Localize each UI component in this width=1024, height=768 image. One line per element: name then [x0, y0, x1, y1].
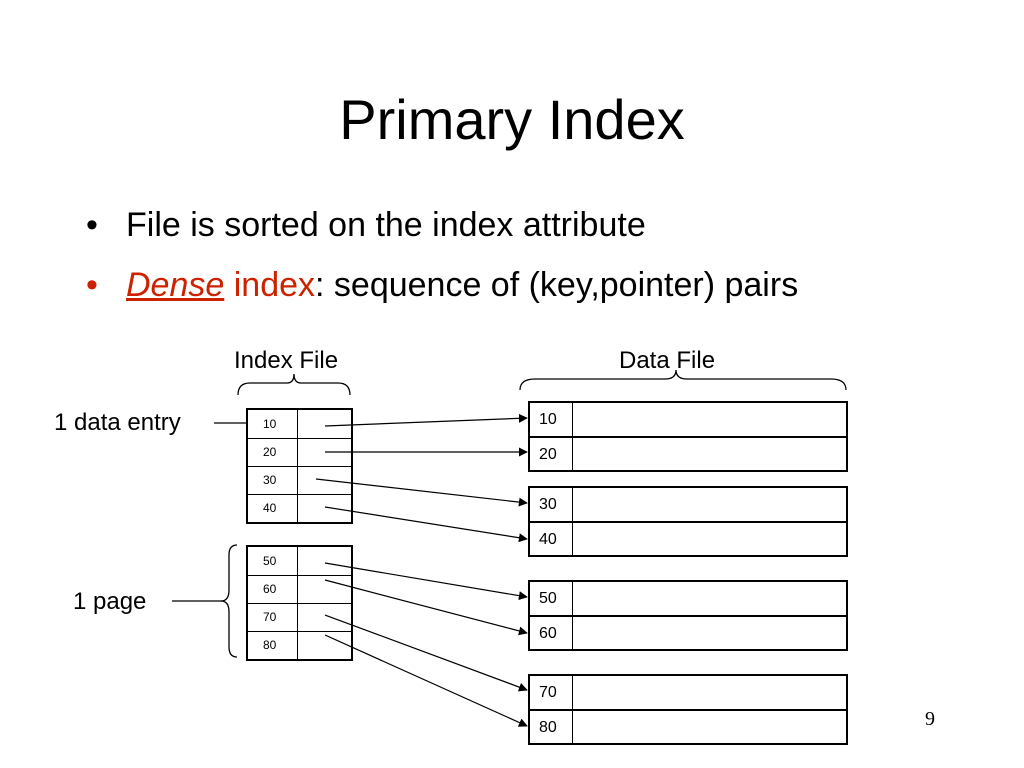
dense-term: Dense: [126, 266, 225, 304]
index-file-label: Index File: [234, 347, 339, 374]
index-entry: 60: [248, 575, 351, 604]
index-key: 20: [248, 438, 298, 466]
index-entry: 70: [248, 603, 351, 632]
index-file-brace: [237, 373, 351, 396]
index-entry: 50: [248, 547, 351, 576]
index-key: 40: [248, 494, 298, 522]
bullet-item-sorted: • File is sorted on the index attribute: [86, 205, 798, 265]
data-key: 20: [530, 438, 573, 471]
slide-title: Primary Index: [339, 88, 685, 151]
data-block: 50 60: [528, 580, 848, 651]
index-key: 10: [248, 410, 298, 438]
index-entry: 40: [248, 494, 351, 522]
data-key: 40: [530, 523, 573, 556]
index-key: 50: [248, 547, 298, 575]
index-term: index: [233, 266, 316, 304]
data-record: 10: [530, 403, 846, 438]
bullet-item-dense: • Dense index: sequence of (key,pointer)…: [86, 265, 798, 325]
page-brace: [220, 544, 238, 658]
bullet-dot: •: [86, 266, 98, 304]
index-key: 30: [248, 466, 298, 494]
data-block: 70 80: [528, 674, 848, 745]
index-entry: 80: [248, 631, 351, 659]
pointer-arrow: [324, 413, 528, 427]
data-record: 70: [530, 676, 846, 711]
data-key: 80: [530, 711, 573, 744]
data-record: 30: [530, 488, 846, 523]
data-key: 30: [530, 488, 573, 521]
index-block: 10 20 30 40: [246, 408, 353, 524]
data-record: 40: [530, 523, 846, 556]
data-key: 60: [530, 617, 573, 650]
pointer-arrow: [315, 478, 528, 507]
index-key: 60: [248, 575, 298, 603]
bullet-list: • File is sorted on the index attribute …: [86, 205, 798, 325]
page-number: 9: [925, 708, 935, 730]
data-block: 10 20: [528, 401, 848, 472]
data-record: 20: [530, 438, 846, 471]
data-file-label: Data File: [619, 347, 716, 374]
data-entry-label: 1 data entry: [54, 409, 181, 436]
data-record: 60: [530, 617, 846, 650]
data-record: 50: [530, 582, 846, 617]
pointer-arrow: [324, 562, 528, 601]
data-key: 50: [530, 582, 573, 615]
index-entry: 30: [248, 466, 351, 495]
index-key: 70: [248, 603, 298, 631]
bullet-text: File is sorted on the index attribute: [126, 206, 646, 244]
index-key: 80: [248, 631, 298, 659]
pointer-arrow: [324, 579, 528, 636]
index-entry: 20: [248, 438, 351, 467]
pointer-arrow: [324, 614, 528, 692]
bullet-text: : sequence of (key,pointer) pairs: [315, 266, 799, 304]
pointer-arrow: [324, 634, 528, 727]
data-record: 80: [530, 711, 846, 744]
index-entry: 10: [248, 410, 351, 439]
data-block: 30 40: [528, 486, 848, 557]
pointer-arrow: [324, 506, 528, 543]
data-key: 70: [530, 676, 573, 709]
data-key: 10: [530, 403, 573, 436]
data-file-brace: [519, 369, 847, 391]
page-label: 1 page: [73, 588, 147, 615]
bullet-dot: •: [86, 206, 98, 244]
